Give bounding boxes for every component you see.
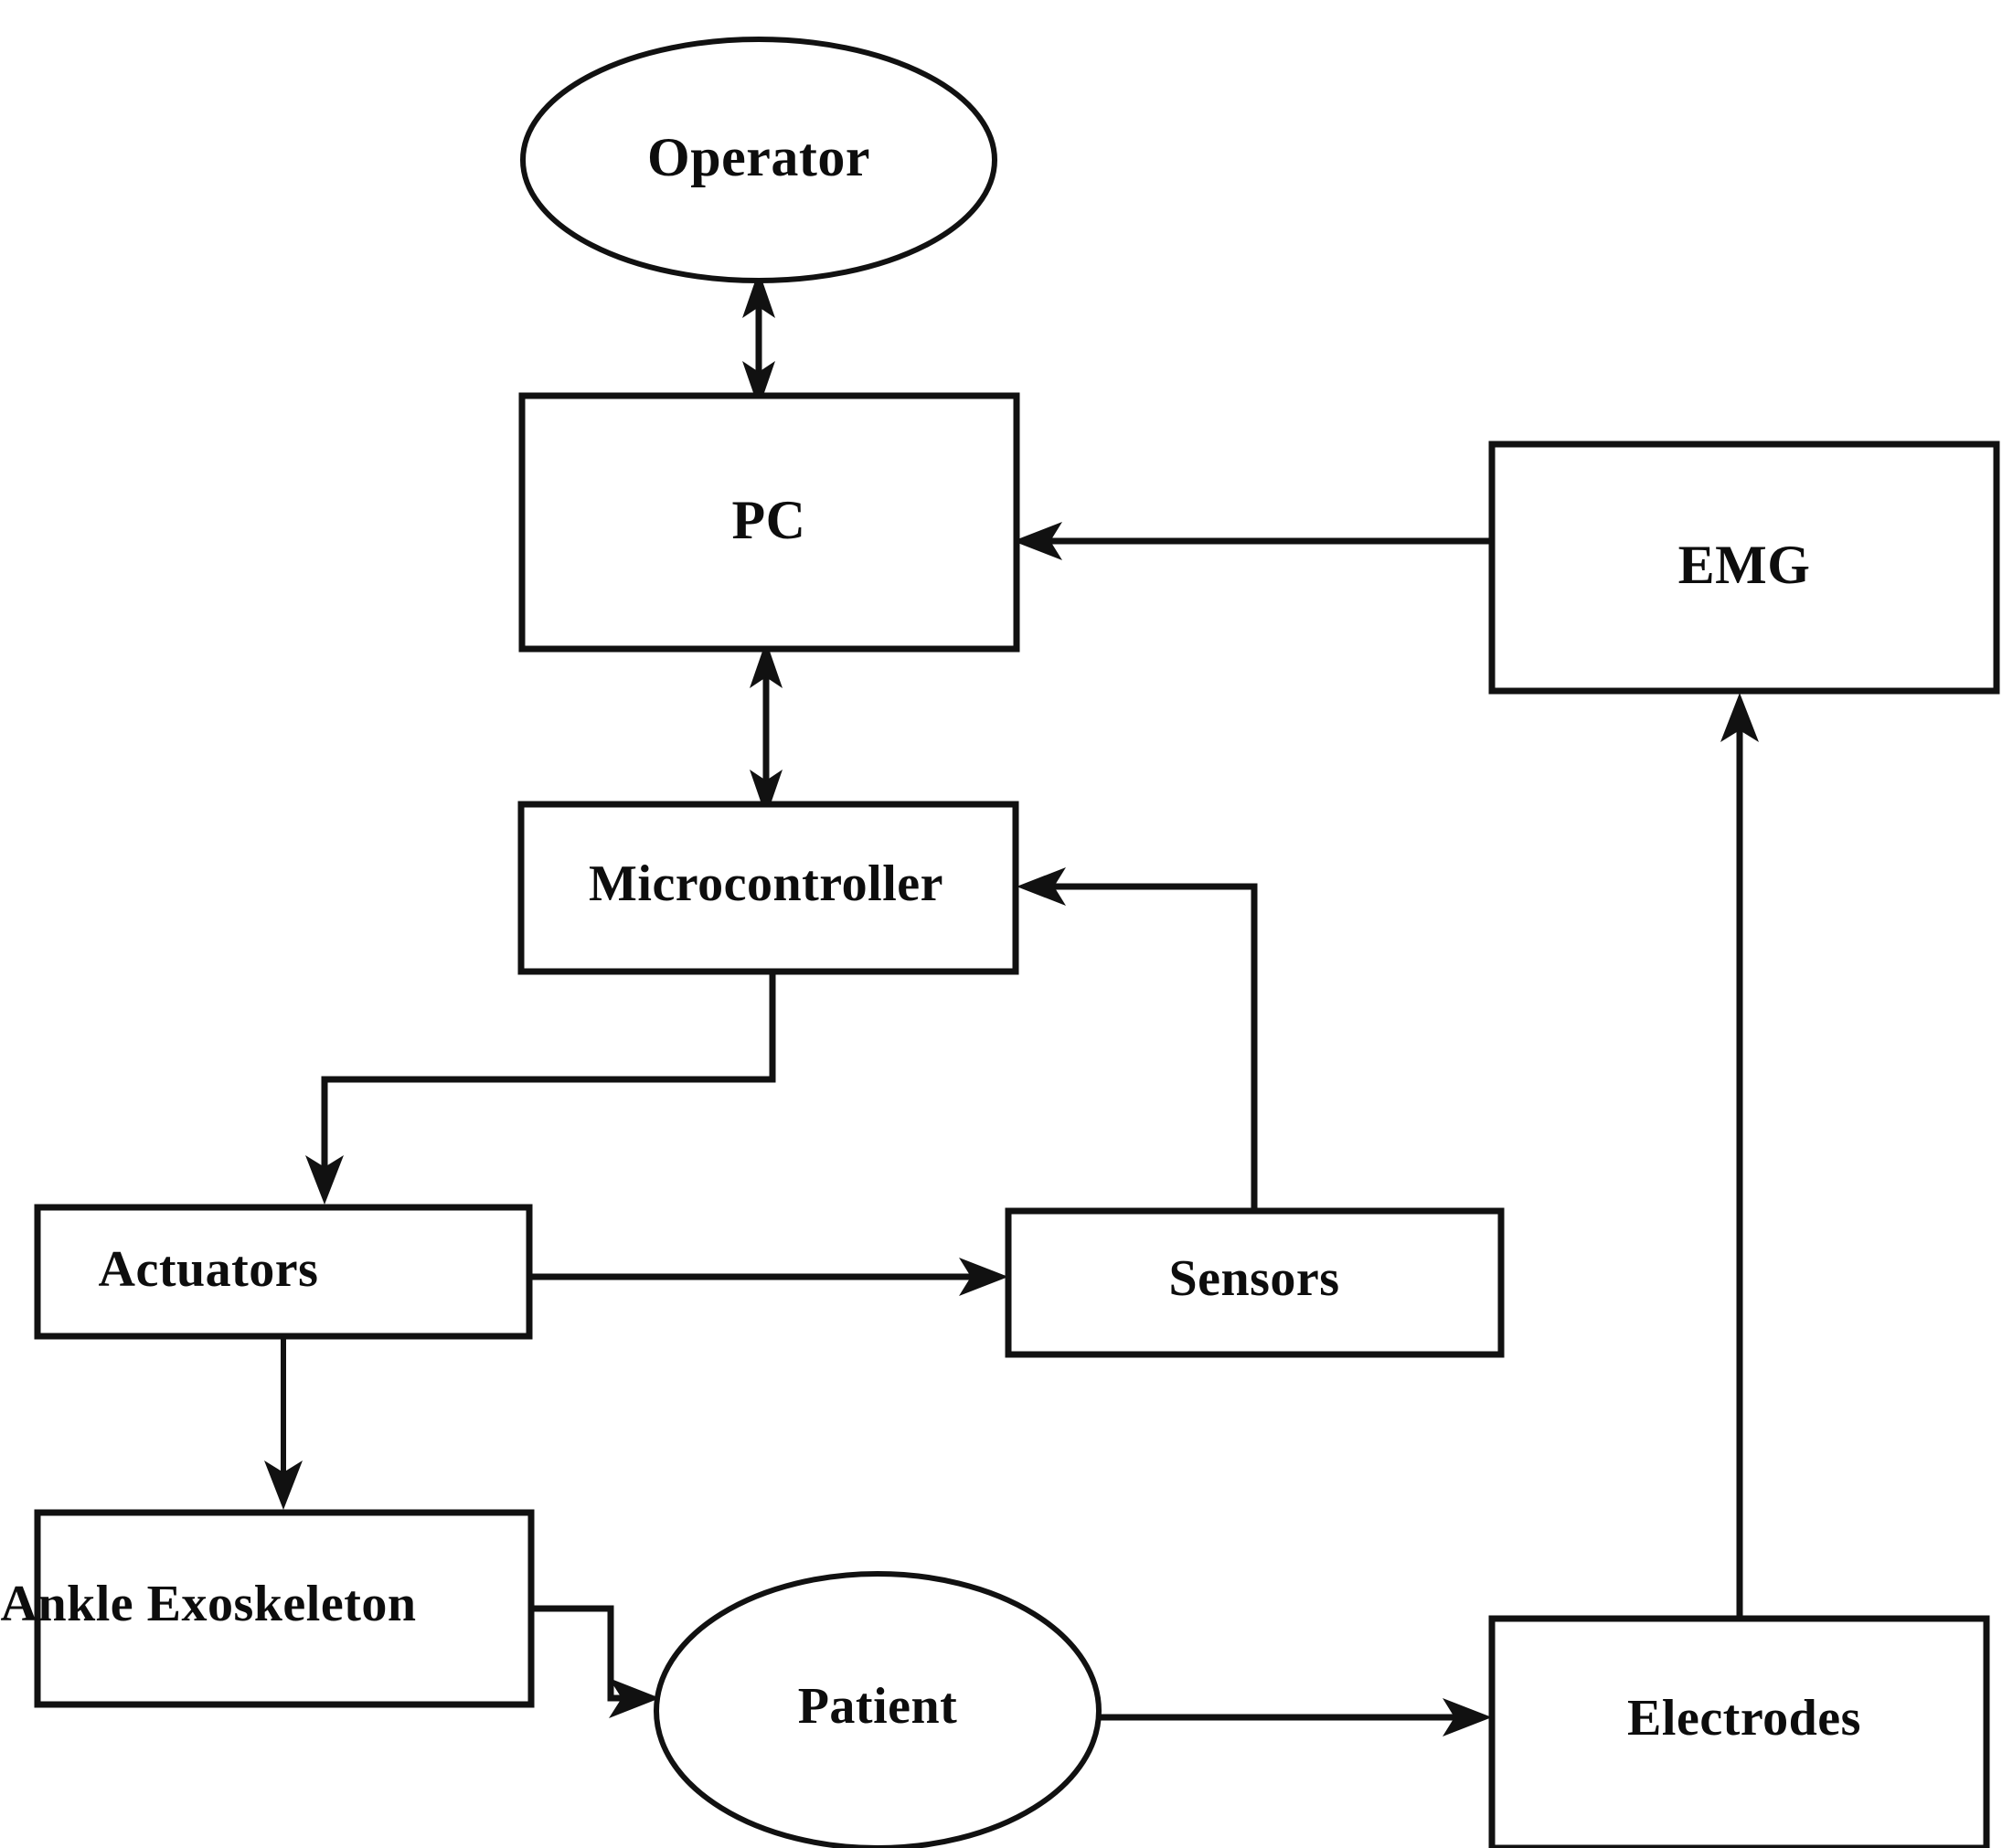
node-label-electrodes: Electrodes — [1627, 1690, 1861, 1747]
edge-emg-pc — [1013, 522, 1492, 560]
node-label-operator: Operator — [647, 127, 870, 187]
edge-pc-microcontroller — [750, 641, 783, 817]
edge-actuators-sensors — [529, 1258, 1008, 1296]
edge-ankle-patient — [531, 1605, 660, 1718]
node-label-sensors: Sensors — [1168, 1250, 1339, 1307]
node-operator[interactable]: Operator — [520, 37, 997, 283]
edge-sensors-microcontroller — [1017, 867, 1258, 1211]
node-label-pc: PC — [732, 490, 806, 550]
node-label-patient: Patient — [798, 1678, 958, 1735]
node-pc[interactable]: PC — [518, 392, 1020, 653]
edge-actuators-ankle — [264, 1336, 303, 1510]
node-label-ankle-exoskeleton: Ankle Exoskeleton — [1, 1576, 417, 1632]
edge-operator-pc — [742, 271, 775, 409]
node-ankle-exoskeleton[interactable]: Ankle Exoskeleton — [1, 1509, 535, 1708]
edge-microcontroller-actuators — [305, 972, 776, 1205]
node-label-actuators: Actuators — [99, 1241, 319, 1298]
node-patient[interactable]: Patient — [654, 1571, 1102, 1848]
edge-patient-electrodes — [1099, 1698, 1492, 1736]
node-emg[interactable]: EMG — [1488, 441, 2000, 695]
node-electrodes[interactable]: Electrodes — [1488, 1615, 1990, 1848]
node-actuators[interactable]: Actuators — [34, 1204, 533, 1340]
node-microcontroller[interactable]: Microcontroller — [517, 801, 1019, 975]
node-label-microcontroller: Microcontroller — [589, 855, 943, 912]
node-sensors[interactable]: Sensors — [1005, 1207, 1505, 1358]
node-label-emg: EMG — [1678, 535, 1811, 595]
edge-electrodes-emg — [1720, 693, 1759, 1619]
